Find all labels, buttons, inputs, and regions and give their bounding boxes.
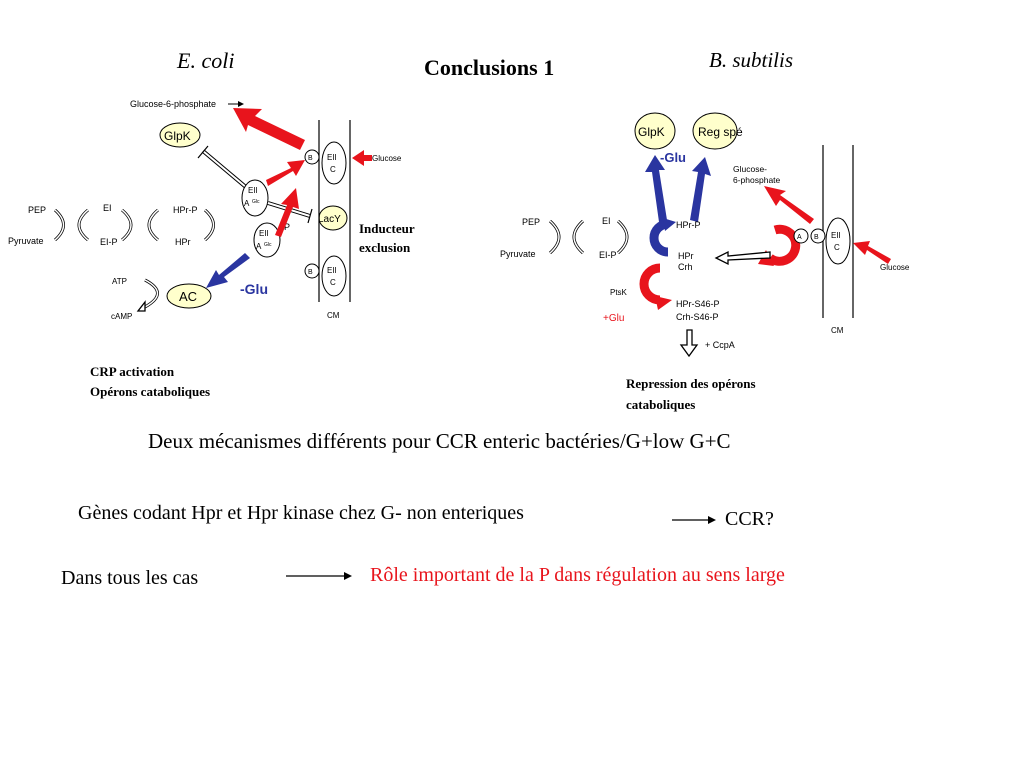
ecoli-blue-arrow-ac — [206, 253, 250, 288]
svg-text:EII: EII — [248, 186, 258, 195]
svg-text:-Glu: -Glu — [660, 150, 686, 165]
svg-text:HPr-P: HPr-P — [173, 205, 198, 215]
svg-text:Glucose: Glucose — [372, 154, 402, 163]
genes-line: Gènes codant Hpr et Hpr kinase chez G- n… — [78, 502, 524, 524]
ecoli-g6p-label: Glucose-6-phosphate — [130, 99, 216, 109]
svg-text:EI-P: EI-P — [100, 237, 118, 247]
ecoli-red-arrow-lacy — [275, 188, 299, 237]
svg-text:Crh-S46-P: Crh-S46-P — [676, 312, 719, 322]
svg-text:Pyruvate: Pyruvate — [8, 236, 44, 246]
svg-text:C: C — [834, 243, 840, 252]
svg-text:Glc: Glc — [252, 199, 260, 205]
svg-text:C: C — [330, 165, 336, 174]
ccr-arrow — [672, 516, 716, 524]
svg-text:B: B — [814, 234, 819, 241]
bsub-blue-arrow-reg — [690, 157, 711, 222]
svg-text:HPr: HPr — [678, 251, 694, 261]
bsub-red-curve-arrow — [639, 263, 661, 305]
svg-text:+ CcpA: + CcpA — [705, 340, 735, 350]
bsubtilis-diagram: CM GlpK Reg spé -Glu Glucose- 6-phosphat… — [500, 112, 910, 358]
role-arrow — [286, 572, 352, 580]
svg-text:CM: CM — [831, 326, 844, 335]
svg-text:Crh: Crh — [678, 262, 693, 272]
ecoli-heading: E. coli — [177, 48, 235, 73]
bsub-blue-curve-arrow — [649, 219, 669, 257]
bsub-red-curve-arrow-right — [767, 224, 801, 266]
ecoli-glucose-arrow — [352, 150, 372, 166]
svg-text:EI: EI — [602, 216, 611, 226]
svg-text:Reg spé: Reg spé — [698, 125, 743, 139]
svg-text:EII: EII — [831, 231, 841, 240]
bsub-glpk-oval — [634, 112, 676, 150]
svg-text:HPr-S46-P: HPr-S46-P — [676, 299, 720, 309]
crp-activation-label: CRP activation Opérons cataboliques — [90, 364, 211, 399]
bsub-blue-arrow-glpk — [645, 155, 667, 222]
ecoli-lacy-oval — [318, 205, 348, 231]
svg-text:B: B — [308, 155, 313, 162]
ccr-question: CCR? — [725, 508, 774, 530]
ecoli-glpk-label: GlpK — [164, 129, 191, 143]
svg-text:LacY: LacY — [318, 214, 341, 225]
svg-text:P: P — [284, 222, 290, 232]
svg-text:PEP: PEP — [28, 205, 46, 215]
inducer-exclusion-label: Inducteur exclusion — [359, 221, 415, 255]
svg-text:EI: EI — [103, 203, 112, 213]
svg-text:A: A — [256, 242, 262, 251]
svg-text:B: B — [308, 269, 313, 276]
svg-text:EII: EII — [327, 153, 337, 162]
svg-text:cAMP: cAMP — [111, 312, 132, 321]
svg-text:ATP: ATP — [112, 277, 127, 286]
bsubtilis-heading: B. subtilis — [709, 48, 794, 72]
role-statement: Rôle important de la P dans régulation a… — [370, 564, 785, 586]
svg-text:PEP: PEP — [522, 217, 540, 227]
all-cases-line: Dans tous les cas — [61, 567, 199, 589]
svg-text:Glucose-: Glucose- — [733, 164, 767, 174]
ecoli-red-arrow-b — [266, 160, 305, 186]
svg-text:EI-P: EI-P — [599, 250, 617, 260]
ecoli-glpk-oval — [159, 122, 201, 148]
svg-text:-Glu: -Glu — [240, 281, 268, 297]
bsub-red-arrow-g6p — [764, 186, 814, 224]
svg-text:GlpK: GlpK — [638, 125, 665, 139]
svg-text:HPr-P: HPr-P — [676, 220, 701, 230]
ecoli-diagram: Glucose-6-phosphate GlpK PEP Pyruvate EI… — [8, 99, 402, 321]
bsub-regspe-oval — [692, 112, 738, 150]
svg-text:A: A — [244, 199, 250, 208]
svg-text:PtsK: PtsK — [610, 288, 628, 297]
page-title: Conclusions 1 — [424, 55, 555, 80]
ecoli-red-arrow-g6p — [233, 108, 305, 150]
svg-text:CM: CM — [327, 311, 340, 320]
ecoli-ac-oval — [166, 283, 212, 309]
svg-text:Pyruvate: Pyruvate — [500, 249, 536, 259]
mechanisms-line: Deux mécanismes différents pour CCR ente… — [148, 429, 731, 453]
svg-text:6-phosphate: 6-phosphate — [733, 175, 781, 185]
bsub-red-arrow-glucose — [853, 241, 891, 264]
svg-text:+Glu: +Glu — [603, 313, 624, 324]
svg-text:C: C — [330, 278, 336, 287]
svg-text:EII: EII — [327, 266, 337, 275]
svg-text:HPr: HPr — [175, 237, 191, 247]
svg-text:AC: AC — [179, 289, 197, 304]
svg-text:Glucose: Glucose — [880, 263, 910, 272]
repression-label: Repression des opérons cataboliques — [626, 376, 756, 412]
svg-text:A: A — [797, 234, 802, 241]
svg-text:Glc: Glc — [264, 242, 272, 248]
svg-text:EII: EII — [259, 229, 269, 238]
